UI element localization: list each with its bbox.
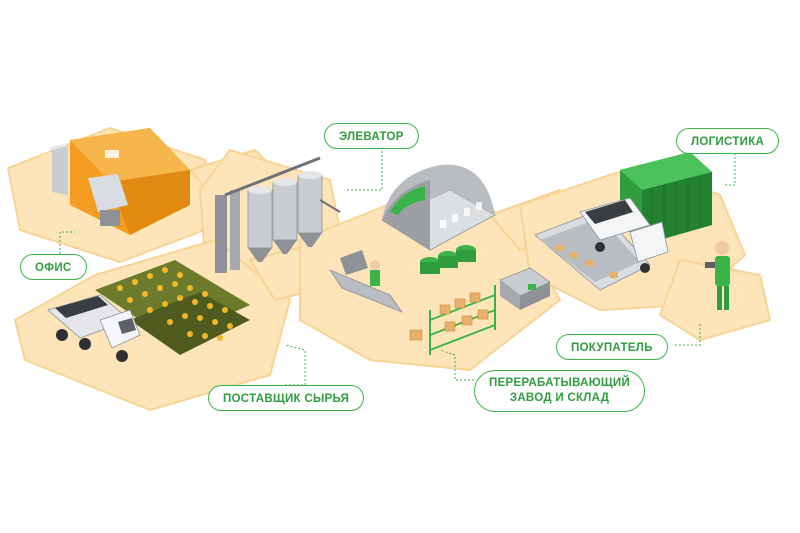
label-buyer: ПОКУПАТЕЛЬ <box>556 334 668 360</box>
label-elevator-text: ЭЛЕВАТОР <box>339 131 404 143</box>
label-supplier-text: ПОСТАВЩИК СЫРЬЯ <box>223 393 349 405</box>
label-supplier: ПОСТАВЩИК СЫРЬЯ <box>208 385 364 411</box>
label-plant: ПЕРЕРАБАТЫВАЮЩИЙ ЗАВОД И СКЛАД <box>474 370 645 412</box>
label-plant-line2: ЗАВОД И СКЛАД <box>489 391 630 406</box>
label-buyer-text: ПОКУПАТЕЛЬ <box>571 342 653 354</box>
label-elevator: ЭЛЕВАТОР <box>324 123 419 149</box>
label-plant-line1: ПЕРЕРАБАТЫВАЮЩИЙ <box>489 376 630 391</box>
label-logistics-text: ЛОГИСТИКА <box>691 136 764 148</box>
label-logistics: ЛОГИСТИКА <box>676 128 779 154</box>
label-office: ОФИС <box>20 254 87 280</box>
label-office-text: ОФИС <box>35 262 72 274</box>
